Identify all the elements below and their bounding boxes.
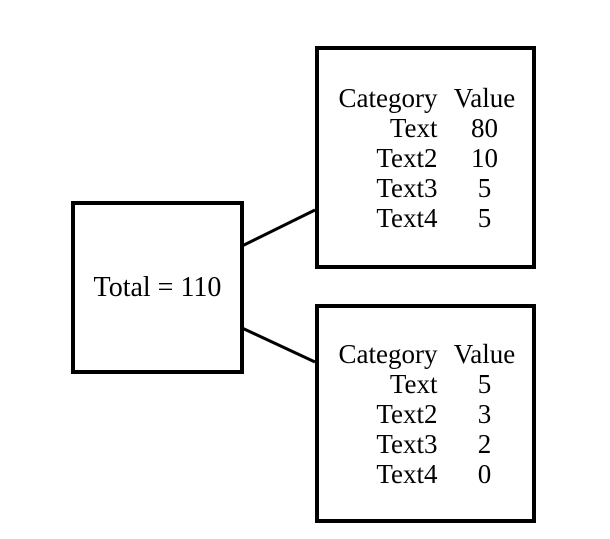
value-cell: 2: [477, 428, 492, 459]
table-row: Text2 3: [320, 399, 532, 429]
value-cell: 5: [477, 368, 492, 399]
value-cell: 80: [471, 112, 498, 143]
category-cell: Text2: [376, 142, 438, 173]
category-table-top: Category Value Text 80 Text2 10 Text3 5 …: [320, 83, 532, 233]
category-cell: Text4: [376, 202, 438, 233]
value-cell: 5: [477, 202, 492, 233]
total-label: Total = 110: [93, 271, 222, 303]
table-header-row: Category Value: [320, 339, 532, 369]
table-row: Text 5: [320, 369, 532, 399]
connector-top-line: [241, 208, 316, 248]
value-cell: 3: [477, 398, 492, 429]
category-cell: Text4: [376, 458, 438, 489]
value-column-header: Value: [453, 338, 516, 369]
value-cell: 0: [477, 458, 492, 489]
table-row: Text4 0: [320, 459, 532, 489]
category-cell: Text3: [376, 172, 438, 203]
category-table-bottom: Category Value Text 5 Text2 3 Text3 2 Te…: [320, 339, 532, 489]
table-header-row: Category Value: [320, 83, 532, 113]
total-node: Total = 110: [71, 201, 244, 374]
table-row: Text2 10: [320, 143, 532, 173]
table-row: Text4 5: [320, 203, 532, 233]
table-row: Text3 2: [320, 429, 532, 459]
category-column-header: Category: [338, 82, 438, 113]
category-cell: Text: [389, 112, 438, 143]
value-cell: 5: [477, 172, 492, 203]
breakdown-node-bottom: Category Value Text 5 Text2 3 Text3 2 Te…: [315, 304, 536, 523]
table-row: Text3 5: [320, 173, 532, 203]
value-cell: 10: [471, 142, 498, 173]
value-column-header: Value: [453, 82, 516, 113]
category-cell: Text2: [376, 398, 438, 429]
breakdown-node-top: Category Value Text 80 Text2 10 Text3 5 …: [315, 46, 536, 269]
table-row: Text 80: [320, 113, 532, 143]
category-column-header: Category: [338, 338, 438, 369]
connector-bottom-line: [241, 326, 316, 364]
category-cell: Text: [389, 368, 438, 399]
category-cell: Text3: [376, 428, 438, 459]
